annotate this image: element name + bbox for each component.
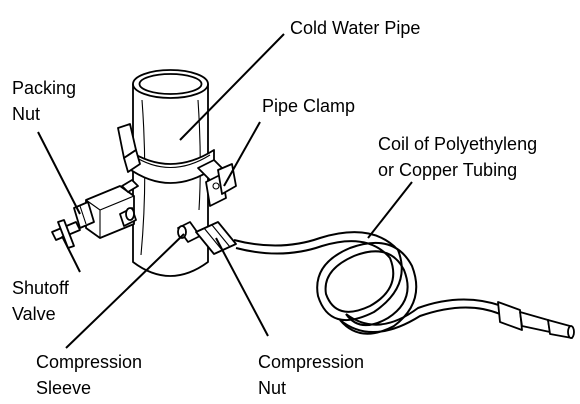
label-packing-nut-line2: Nut bbox=[12, 104, 40, 124]
leader-pipe-clamp bbox=[223, 121, 261, 187]
label-pipe-clamp: Pipe Clamp bbox=[262, 96, 355, 116]
leader-compression-nut bbox=[215, 237, 269, 337]
leader-shutoff-valve bbox=[61, 235, 81, 273]
leader-compression-sleeve bbox=[65, 233, 185, 349]
leader-packing-nut bbox=[37, 131, 81, 215]
label-packing-nut-line1: Packing bbox=[12, 78, 76, 98]
tubing-coil bbox=[233, 231, 575, 339]
label-compression-nut-line1: Compression bbox=[258, 352, 364, 372]
label-compression-nut-line2: Nut bbox=[258, 378, 286, 398]
label-coil-line2: or Copper Tubing bbox=[378, 160, 517, 180]
label-coil-line1: Coil of Polyethyleng bbox=[378, 134, 537, 154]
label-compression-sleeve-line1: Compression bbox=[36, 352, 142, 372]
label-shutoff-valve-line1: Shutoff bbox=[12, 278, 70, 298]
label-cold-water-pipe: Cold Water Pipe bbox=[290, 18, 420, 38]
leader-coil bbox=[367, 181, 413, 239]
label-compression-sleeve-line2: Sleeve bbox=[36, 378, 91, 398]
leader-cold-water-pipe bbox=[179, 33, 285, 141]
shutoff-valve-body bbox=[51, 179, 139, 249]
leader-lines bbox=[37, 33, 413, 349]
label-shutoff-valve-line2: Valve bbox=[12, 304, 56, 324]
